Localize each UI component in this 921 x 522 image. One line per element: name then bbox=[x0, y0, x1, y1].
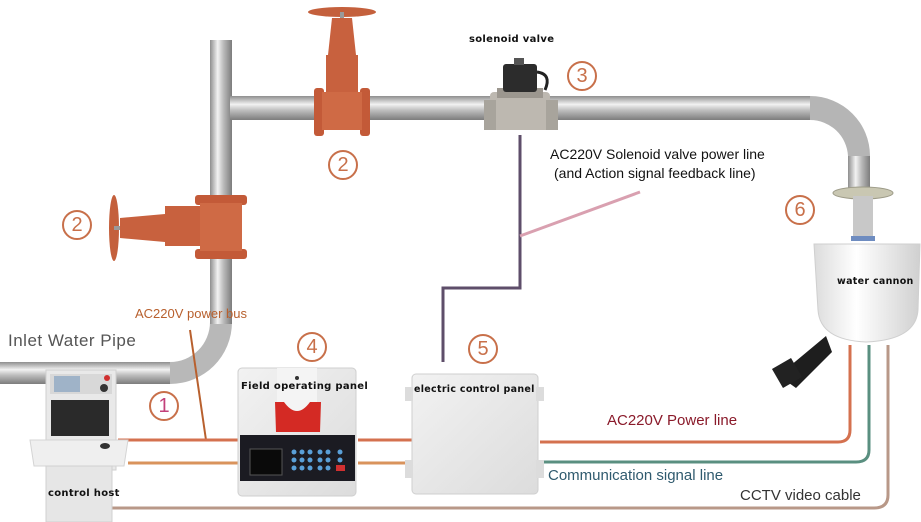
electric-control-panel bbox=[405, 373, 544, 495]
electric-panel-label: electric control panel bbox=[414, 384, 535, 395]
water-cannon-label: water cannon bbox=[837, 276, 914, 287]
component-number-5: 5 bbox=[468, 334, 498, 364]
field-panel-label: Field operating panel bbox=[241, 381, 369, 392]
field-operating-panel bbox=[237, 367, 357, 497]
comm-line-label: Communication signal line bbox=[548, 467, 724, 484]
power-line-label: AC220V Power line bbox=[607, 412, 738, 429]
solenoid-wire bbox=[441, 135, 641, 362]
cables bbox=[112, 345, 890, 510]
gate-valve-left bbox=[109, 195, 247, 261]
power-bus-label: AC220V power bus bbox=[135, 306, 248, 321]
solenoid-valve bbox=[484, 58, 558, 130]
component-number-1: 1 bbox=[149, 391, 179, 421]
gate-valve-top bbox=[308, 7, 376, 136]
component-number-2-left: 2 bbox=[62, 210, 92, 240]
component-number-6: 6 bbox=[785, 195, 815, 225]
component-number-3: 3 bbox=[567, 61, 597, 91]
inlet-pipe-label: Inlet Water Pipe bbox=[8, 331, 137, 350]
water-cannon bbox=[771, 186, 921, 389]
cctv-line-label: CCTV video cable bbox=[740, 487, 861, 504]
solenoid-line-label-1: AC220V Solenoid valve power line bbox=[550, 146, 765, 162]
solenoid-line-label-2: (and Action signal feedback line) bbox=[554, 165, 756, 181]
solenoid-valve-label: solenoid valve bbox=[469, 34, 555, 45]
component-number-4: 4 bbox=[297, 332, 327, 362]
control-host-label: control host bbox=[48, 488, 120, 499]
component-number-2-top: 2 bbox=[328, 150, 358, 180]
power-bus-leader bbox=[189, 329, 207, 441]
control-host bbox=[29, 369, 129, 522]
